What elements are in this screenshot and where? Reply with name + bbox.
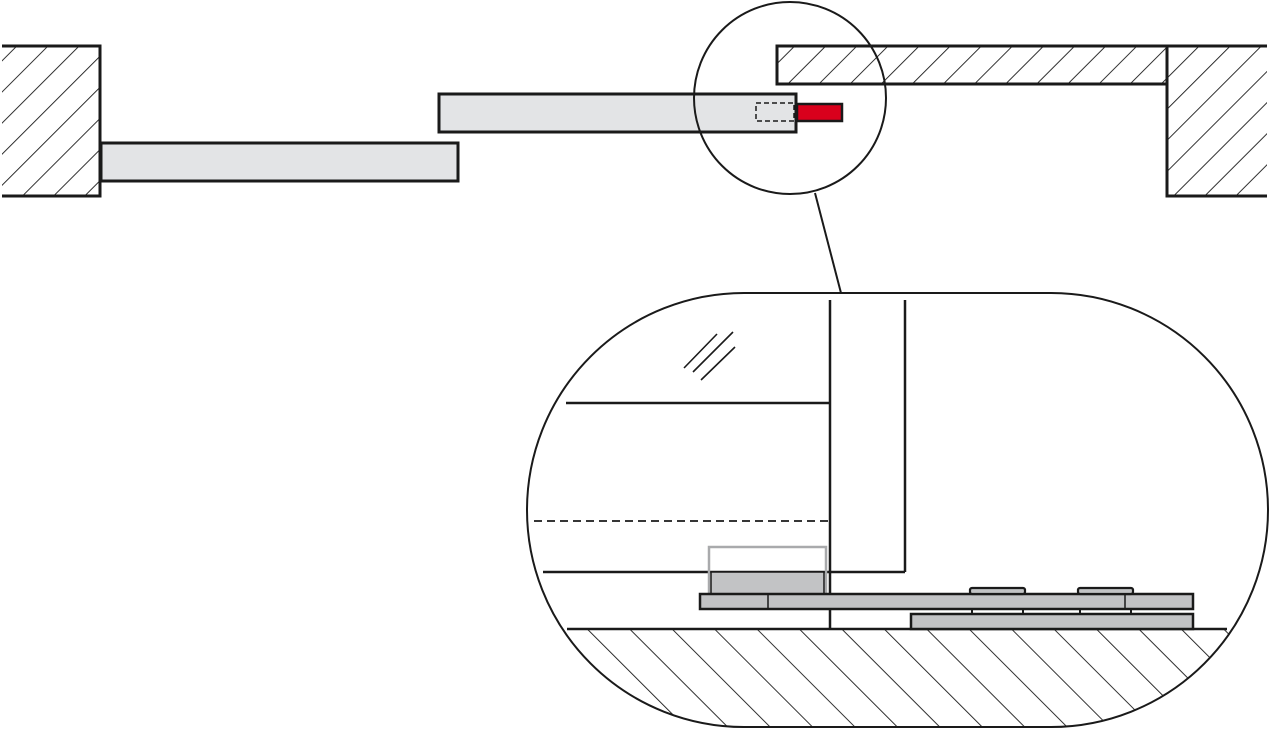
fixed-panel bbox=[99, 141, 460, 183]
stopper-red bbox=[795, 102, 844, 123]
lintel-beam bbox=[775, 44, 1167, 86]
floor-section bbox=[560, 629, 1268, 727]
upper-mounting-plate bbox=[698, 592, 1195, 611]
hidden-stopper-outline bbox=[755, 102, 795, 122]
sliding-panel bbox=[437, 92, 798, 134]
left-wall bbox=[2, 44, 102, 198]
lower-mounting-plate bbox=[909, 612, 1195, 631]
screw-head-right bbox=[1076, 586, 1135, 614]
magnifier-callout-circle bbox=[693, 1, 887, 195]
glass-reflection-icon bbox=[683, 331, 736, 381]
stopper-block bbox=[710, 571, 825, 595]
detail-oval-frame bbox=[526, 292, 1269, 728]
screw-head-left bbox=[968, 586, 1027, 614]
right-wall-column bbox=[1165, 44, 1267, 198]
callout-leader-line bbox=[814, 192, 842, 294]
